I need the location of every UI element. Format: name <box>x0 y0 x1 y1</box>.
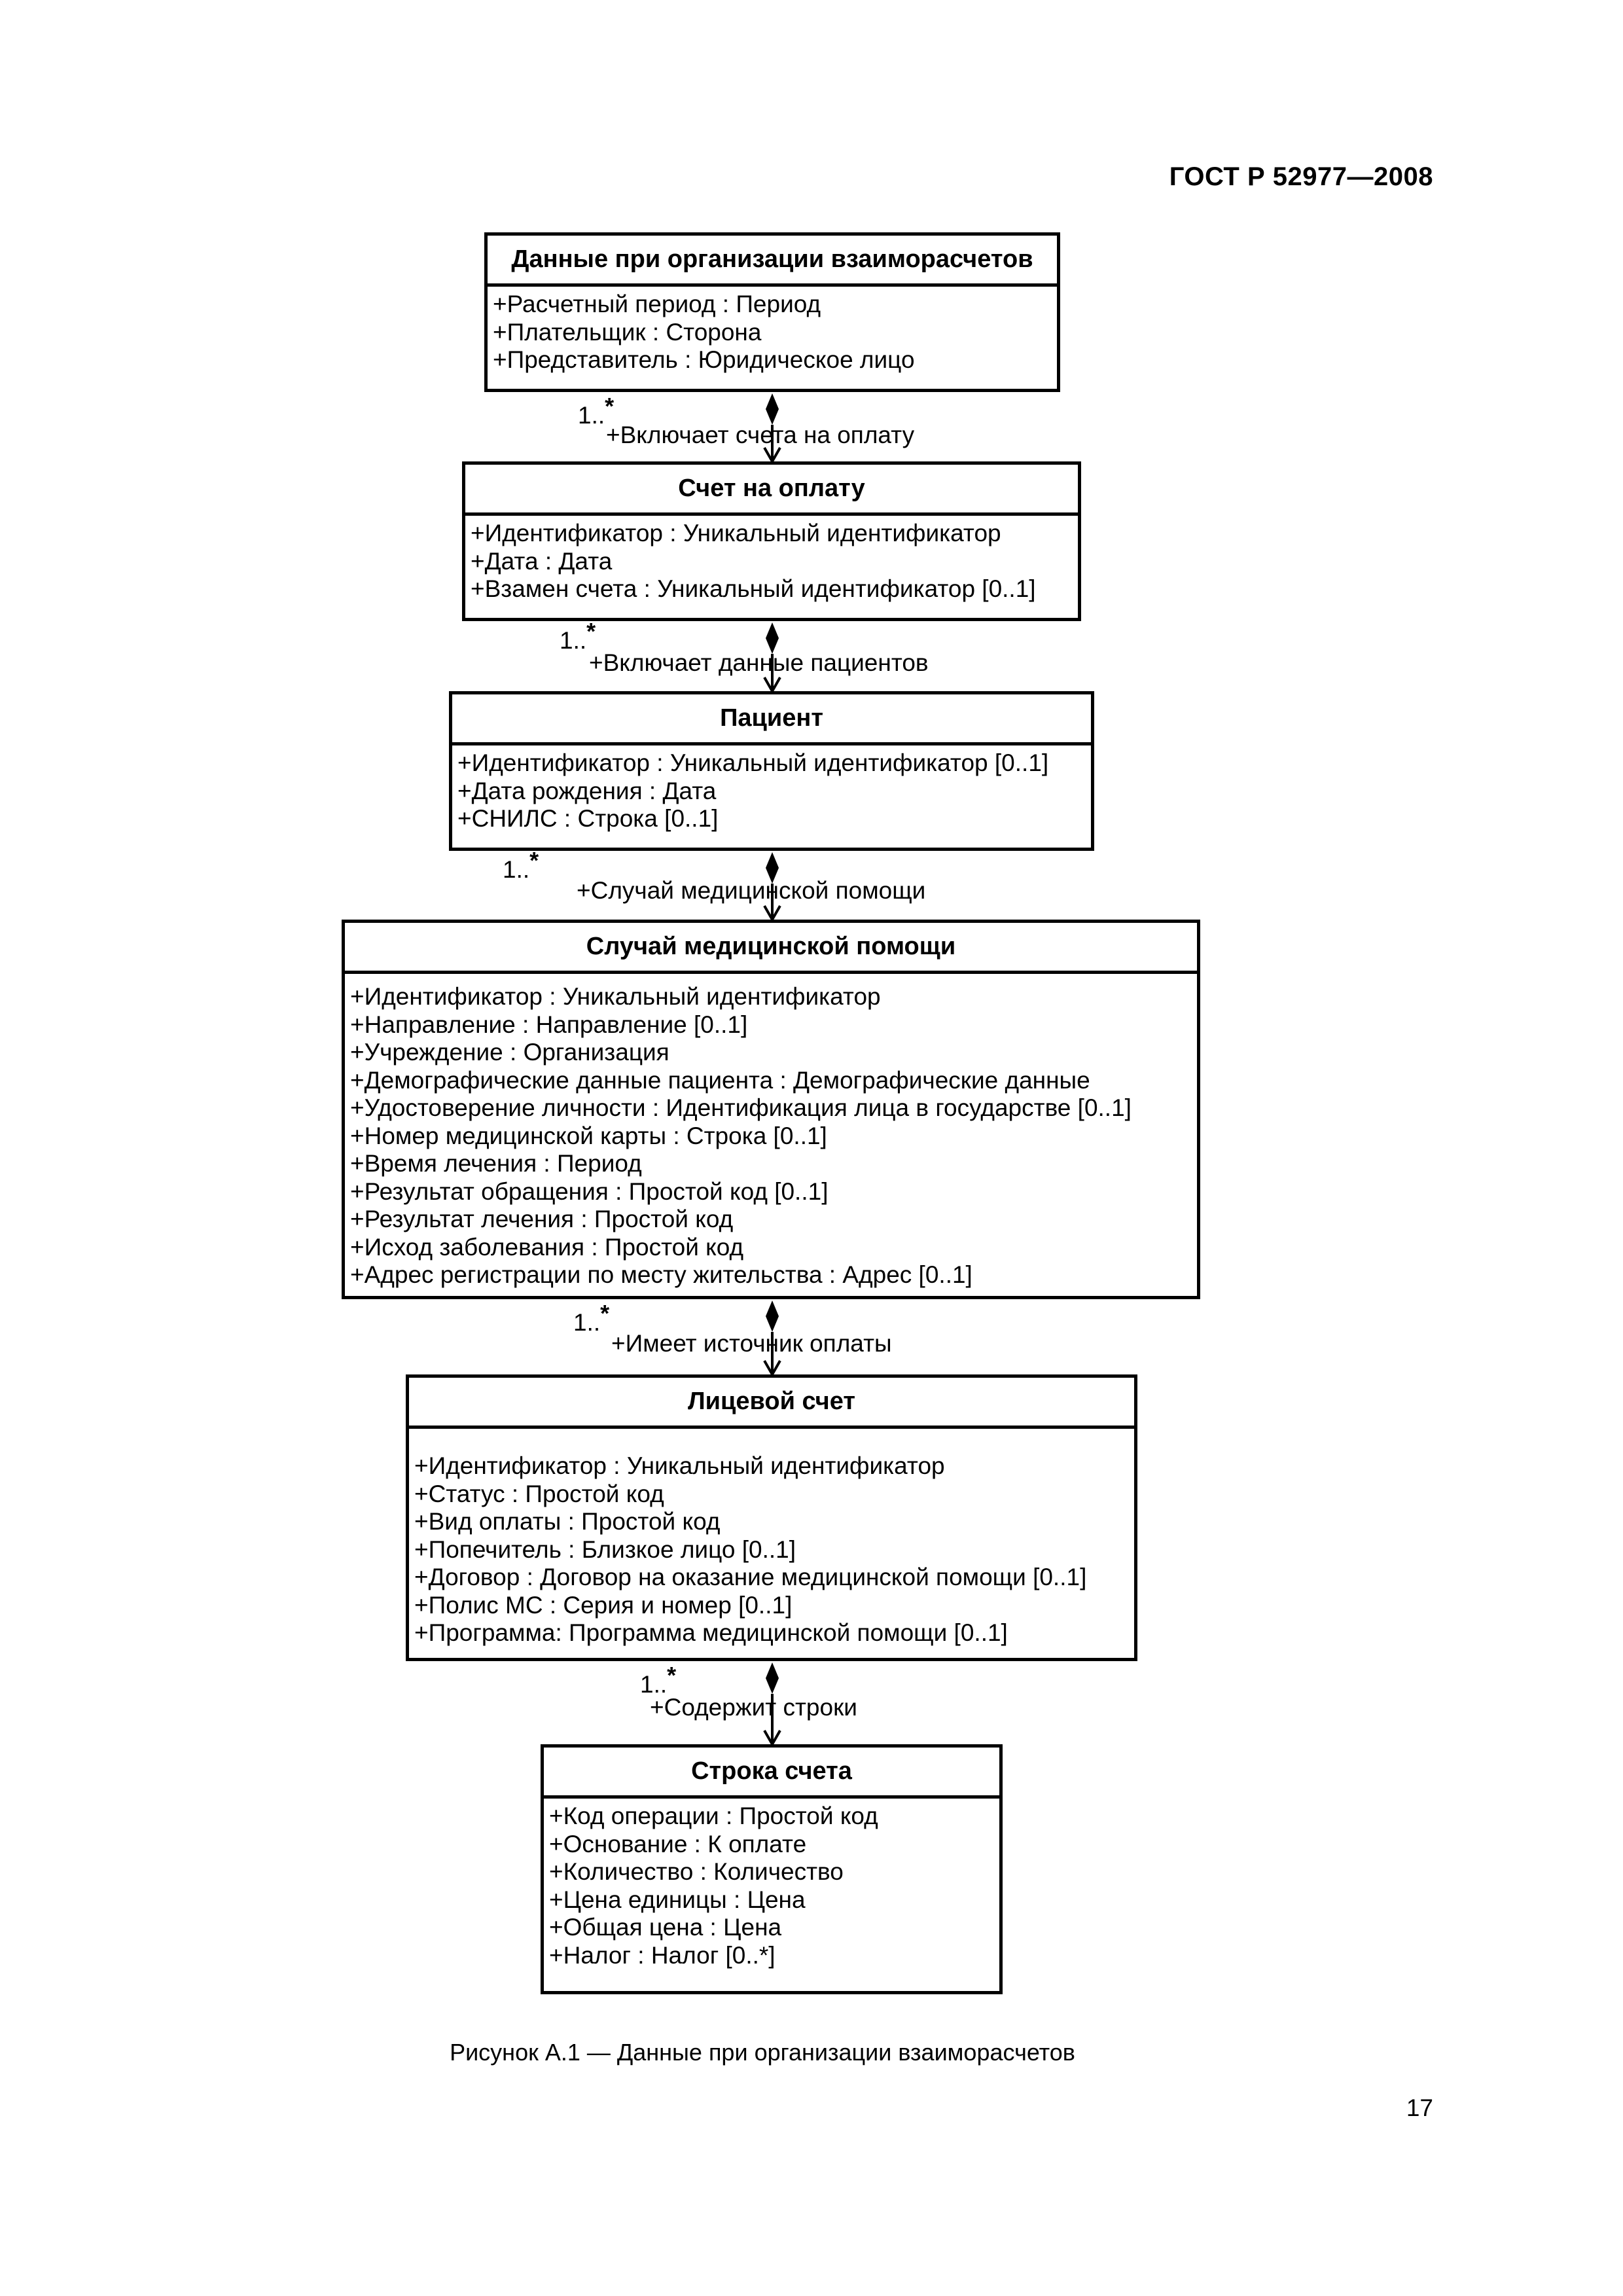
attribute: +Идентификатор : Уникальный идентификато… <box>414 1452 945 1479</box>
multiplicity-star: * <box>586 618 596 645</box>
role-label: +Включает данные пациентов <box>589 649 929 676</box>
attribute: +Идентификатор : Уникальный идентификато… <box>471 520 1001 547</box>
composition-diamond <box>766 1300 779 1332</box>
class-box-settlement-data: Данные при организации взаиморасчетов +Р… <box>484 232 1060 392</box>
class-attributes: +Идентификатор : Уникальный идентификато… <box>345 974 1197 1289</box>
attribute: +Расчетный период : Период <box>493 291 821 317</box>
multiplicity-label: 1..* <box>560 618 596 655</box>
attribute: +Учреждение : Организация <box>350 1039 669 1066</box>
attribute: +Демографические данные пациента : Демог… <box>350 1066 1090 1094</box>
attribute: +Вид оплаты : Простой код <box>414 1508 721 1535</box>
class-attributes: +Расчетный период : Период +Плательщик :… <box>488 287 1057 374</box>
composition-link-3 <box>763 1300 781 1378</box>
class-title: Лицевой счет <box>409 1378 1134 1429</box>
composition-link-4 <box>763 1662 781 1748</box>
role-label: +Случай медицинской помощи <box>577 877 926 904</box>
class-title: Данные при организации взаиморасчетов <box>488 236 1057 287</box>
attribute: +Адрес регистрации по месту жительства :… <box>350 1261 972 1288</box>
multiplicity-text: 1.. <box>578 402 605 429</box>
composition-diamond <box>766 393 779 425</box>
multiplicity-text: 1.. <box>560 627 587 654</box>
document-header: ГОСТ Р 52977—2008 <box>1169 162 1433 191</box>
multiplicity-label: 1..* <box>578 393 614 429</box>
composition-diamond <box>766 852 779 884</box>
composition-link-0 <box>763 393 781 465</box>
navigation-arrow <box>763 1730 781 1748</box>
attribute: +Взамен счета : Уникальный идентификатор… <box>471 575 1036 602</box>
multiplicity-star: * <box>600 1300 610 1327</box>
class-attributes: +Идентификатор : Уникальный идентификато… <box>465 516 1078 603</box>
attribute: +Статус : Простой код <box>414 1480 664 1507</box>
page-number: 17 <box>1406 2094 1433 2121</box>
multiplicity-label: 1..* <box>573 1300 609 1336</box>
attribute: +Идентификатор : Уникальный идентификато… <box>457 749 1049 776</box>
attribute: +Договор : Договор на оказание медицинск… <box>414 1564 1087 1590</box>
attribute: +Результат обращения : Простой код [0..1… <box>350 1177 829 1205</box>
multiplicity-text: 1.. <box>573 1309 601 1336</box>
class-box-invoice-line: Строка счета +Код операции : Простой код… <box>541 1744 1003 1994</box>
attribute: +Общая цена : Цена <box>549 1914 782 1941</box>
class-box-medical-case: Случай медицинской помощи +Идентификатор… <box>342 920 1200 1299</box>
attribute: +Направление : Направление [0..1] <box>350 1011 748 1038</box>
multiplicity-star: * <box>667 1662 677 1689</box>
multiplicity-text: 1.. <box>640 1671 668 1698</box>
attribute: +Время лечения : Период <box>350 1150 642 1177</box>
attribute: +Удостоверение личности : Идентификация … <box>350 1094 1132 1121</box>
class-title: Случай медицинской помощи <box>345 923 1197 974</box>
navigation-arrow <box>763 677 781 694</box>
attribute: +Исход заболевания : Простой код <box>350 1233 744 1261</box>
composition-diamond <box>766 622 779 654</box>
class-box-personal-account: Лицевой счет +Идентификатор : Уникальный… <box>406 1374 1137 1661</box>
attribute: +Номер медицинской карты : Строка [0..1] <box>350 1122 827 1149</box>
attribute: +Основание : К оплате <box>549 1830 807 1857</box>
composition-link-2 <box>763 852 781 923</box>
role-label: +Содержит строки <box>650 1694 857 1721</box>
attribute: +Результат лечения : Простой код <box>350 1206 734 1232</box>
attribute: +Цена единицы : Цена <box>549 1886 806 1913</box>
class-box-invoice: Счет на оплату +Идентификатор : Уникальн… <box>462 461 1081 621</box>
attribute: +Налог : Налог [0..*] <box>549 1941 776 1969</box>
attribute: +Плательщик : Сторона <box>493 318 762 346</box>
class-attributes: +Код операции : Простой код +Основание :… <box>544 1799 999 1969</box>
attribute: +Полис МС : Серия и номер [0..1] <box>414 1591 793 1619</box>
composition-link-1 <box>763 622 781 694</box>
attribute: +Попечитель : Близкое лицо [0..1] <box>414 1535 796 1563</box>
class-title: Счет на оплату <box>465 465 1078 516</box>
multiplicity-star: * <box>605 393 615 420</box>
class-title: Строка счета <box>544 1748 999 1799</box>
multiplicity-star: * <box>529 847 539 874</box>
attribute: +Количество : Количество <box>549 1858 844 1885</box>
navigation-arrow <box>763 905 781 923</box>
attribute: +СНИЛС : Строка [0..1] <box>457 805 719 832</box>
attribute: +Представитель : Юридическое лицо <box>493 346 915 373</box>
figure-caption: Рисунок А.1 — Данные при организации вза… <box>450 2039 1075 2066</box>
attribute: +Дата : Дата <box>471 547 613 575</box>
navigation-arrow <box>763 447 781 465</box>
role-label: +Имеет источник оплаты <box>611 1330 892 1357</box>
attribute: +Идентификатор : Уникальный идентификато… <box>350 983 881 1010</box>
role-label: +Включает счета на оплату <box>606 422 915 448</box>
multiplicity-label: 1..* <box>503 847 539 884</box>
composition-diamond <box>766 1662 779 1694</box>
attribute: +Программа: Программа медицинской помощи… <box>414 1619 1008 1646</box>
class-title: Пациент <box>452 694 1091 745</box>
class-attributes: +Идентификатор : Уникальный идентификато… <box>409 1429 1134 1647</box>
class-attributes: +Идентификатор : Уникальный идентификато… <box>452 745 1091 833</box>
class-box-patient: Пациент +Идентификатор : Уникальный иден… <box>449 691 1094 851</box>
attribute: +Код операции : Простой код <box>549 1803 878 1829</box>
multiplicity-text: 1.. <box>503 856 530 883</box>
multiplicity-label: 1..* <box>640 1662 676 1698</box>
navigation-arrow <box>763 1360 781 1378</box>
attribute: +Дата рождения : Дата <box>457 777 717 804</box>
